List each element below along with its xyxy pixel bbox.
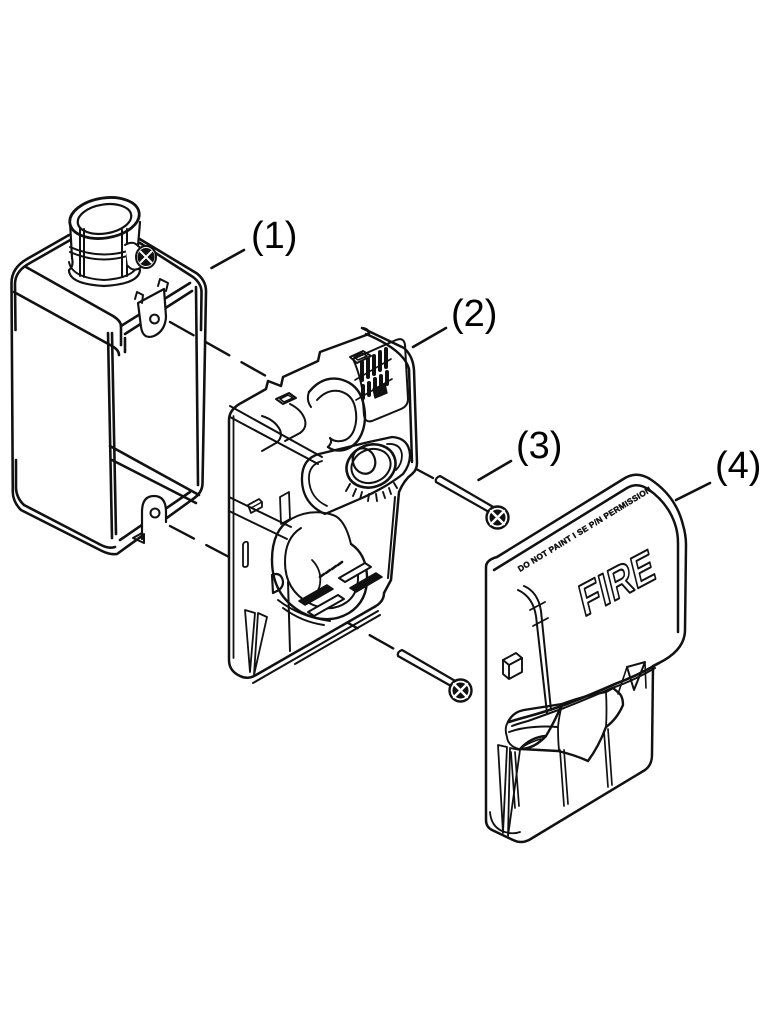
svg-text:(3): (3) [516,425,562,467]
svg-text:(2): (2) [451,293,497,335]
svg-text:(4): (4) [715,445,761,487]
svg-text:(1): (1) [251,215,297,257]
